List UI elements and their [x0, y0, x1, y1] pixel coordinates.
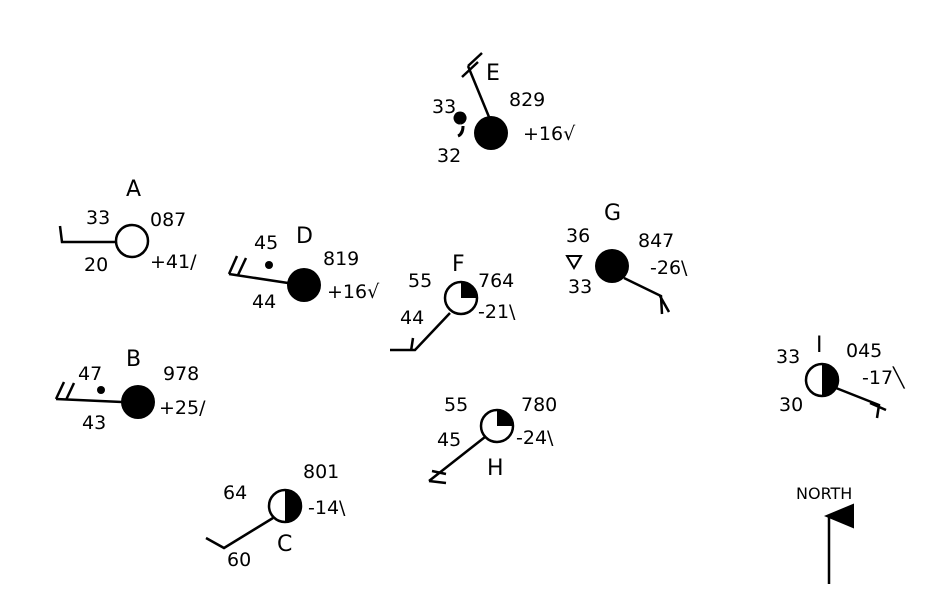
station-b-wind-barb [54, 381, 123, 404]
station-g-temperature: 36 [566, 225, 590, 247]
station-f-dewpoint: 44 [400, 307, 424, 329]
station-a-wind-barb [58, 225, 116, 244]
station-c-tendency: -14\ [308, 497, 346, 519]
station-e-temperature: 33 [432, 96, 456, 118]
station-b-tendency: +25/ [159, 397, 206, 419]
station-d: D 45 819 44 +16√ [227, 224, 380, 313]
station-i-sky-cover-half [822, 364, 838, 396]
station-f-sky-cover-quarter [461, 282, 477, 298]
station-h-temperature: 55 [444, 394, 468, 416]
station-e-id: E [486, 61, 500, 86]
station-b-dewpoint: 43 [82, 412, 106, 434]
station-f-pressure: 764 [478, 270, 514, 292]
station-d-tendency: +16√ [327, 281, 380, 303]
station-f-wind-barb [390, 312, 451, 352]
station-a-pressure: 087 [150, 209, 186, 231]
station-d-rain-dot [265, 261, 273, 269]
station-g-shower-triangle [565, 255, 583, 270]
station-b-rain-dot [97, 386, 105, 394]
station-i-tendency: -17╲ [862, 366, 906, 389]
station-h-wind-barb [428, 436, 486, 485]
station-a-temperature: 33 [86, 207, 110, 229]
station-d-pressure: 819 [323, 248, 359, 270]
station-b-id: B [126, 347, 141, 372]
station-h-tendency: -24\ [516, 427, 554, 449]
station-f-id: F [452, 252, 465, 277]
station-e-drizzle-comma [453, 111, 467, 138]
station-h-dewpoint: 45 [437, 429, 461, 451]
station-h-id: H [487, 456, 504, 481]
station-d-dewpoint: 44 [252, 291, 276, 313]
station-a-tendency: +41/ [150, 251, 197, 273]
station-a-sky-cover-clear [114, 223, 150, 259]
station-c-dewpoint: 60 [227, 549, 251, 571]
station-d-temperature: 45 [254, 232, 278, 254]
station-h-pressure: 780 [521, 394, 557, 416]
station-e-sky-cover-overcast [474, 116, 508, 150]
station-c-id: C [277, 532, 292, 557]
station-g-wind-barb [623, 276, 671, 315]
station-c-sky-cover-half [285, 490, 301, 522]
station-h: 55 780 45 -24\ H [428, 394, 557, 485]
station-d-sky-cover-overcast [287, 268, 321, 302]
station-e: E 33 829 32 +16√ [432, 52, 576, 167]
station-i-id: I [816, 333, 823, 358]
station-g: G 36 847 33 -26\ [565, 201, 688, 315]
station-f-temperature: 55 [408, 270, 432, 292]
station-i-dewpoint: 30 [779, 394, 803, 416]
station-f-tendency: -21\ [478, 301, 516, 323]
station-a-dewpoint: 20 [84, 254, 108, 276]
station-i-wind-barb [835, 386, 887, 419]
north-indicator: NORTH [796, 484, 854, 584]
station-b-temperature: 47 [78, 363, 102, 385]
station-a: A 33 20 087 +41/ [58, 177, 197, 276]
station-e-pressure: 829 [509, 89, 545, 111]
station-e-dewpoint: 32 [437, 145, 461, 167]
station-b-sky-cover-overcast [121, 385, 155, 419]
station-i-temperature: 33 [776, 346, 800, 368]
station-d-wind-barb [227, 255, 289, 285]
station-b: B 47 43 978 +25/ [54, 347, 206, 434]
station-a-id: A [126, 177, 141, 202]
north-label: NORTH [796, 484, 852, 503]
station-g-pressure: 847 [638, 230, 674, 252]
station-g-id: G [604, 201, 621, 226]
station-h-sky-cover-quarter [497, 410, 513, 426]
station-b-pressure: 978 [163, 363, 199, 385]
station-c-wind-barb [205, 516, 274, 550]
station-g-tendency: -26\ [650, 257, 688, 279]
station-c-pressure: 801 [303, 461, 339, 483]
station-e-tendency: +16√ [523, 123, 576, 145]
station-c: 801 64 -14\ 60 C [205, 461, 346, 571]
station-i-pressure: 045 [846, 340, 882, 362]
station-g-dewpoint: 33 [568, 276, 592, 298]
station-c-temperature: 64 [223, 482, 247, 504]
station-d-id: D [296, 224, 313, 249]
station-e-wind-barb [461, 52, 491, 118]
station-g-sky-cover-overcast [595, 249, 629, 283]
station-i: I 33 045 30 -17╲ [776, 333, 906, 419]
station-f: F 55 764 44 -21\ [390, 252, 516, 352]
